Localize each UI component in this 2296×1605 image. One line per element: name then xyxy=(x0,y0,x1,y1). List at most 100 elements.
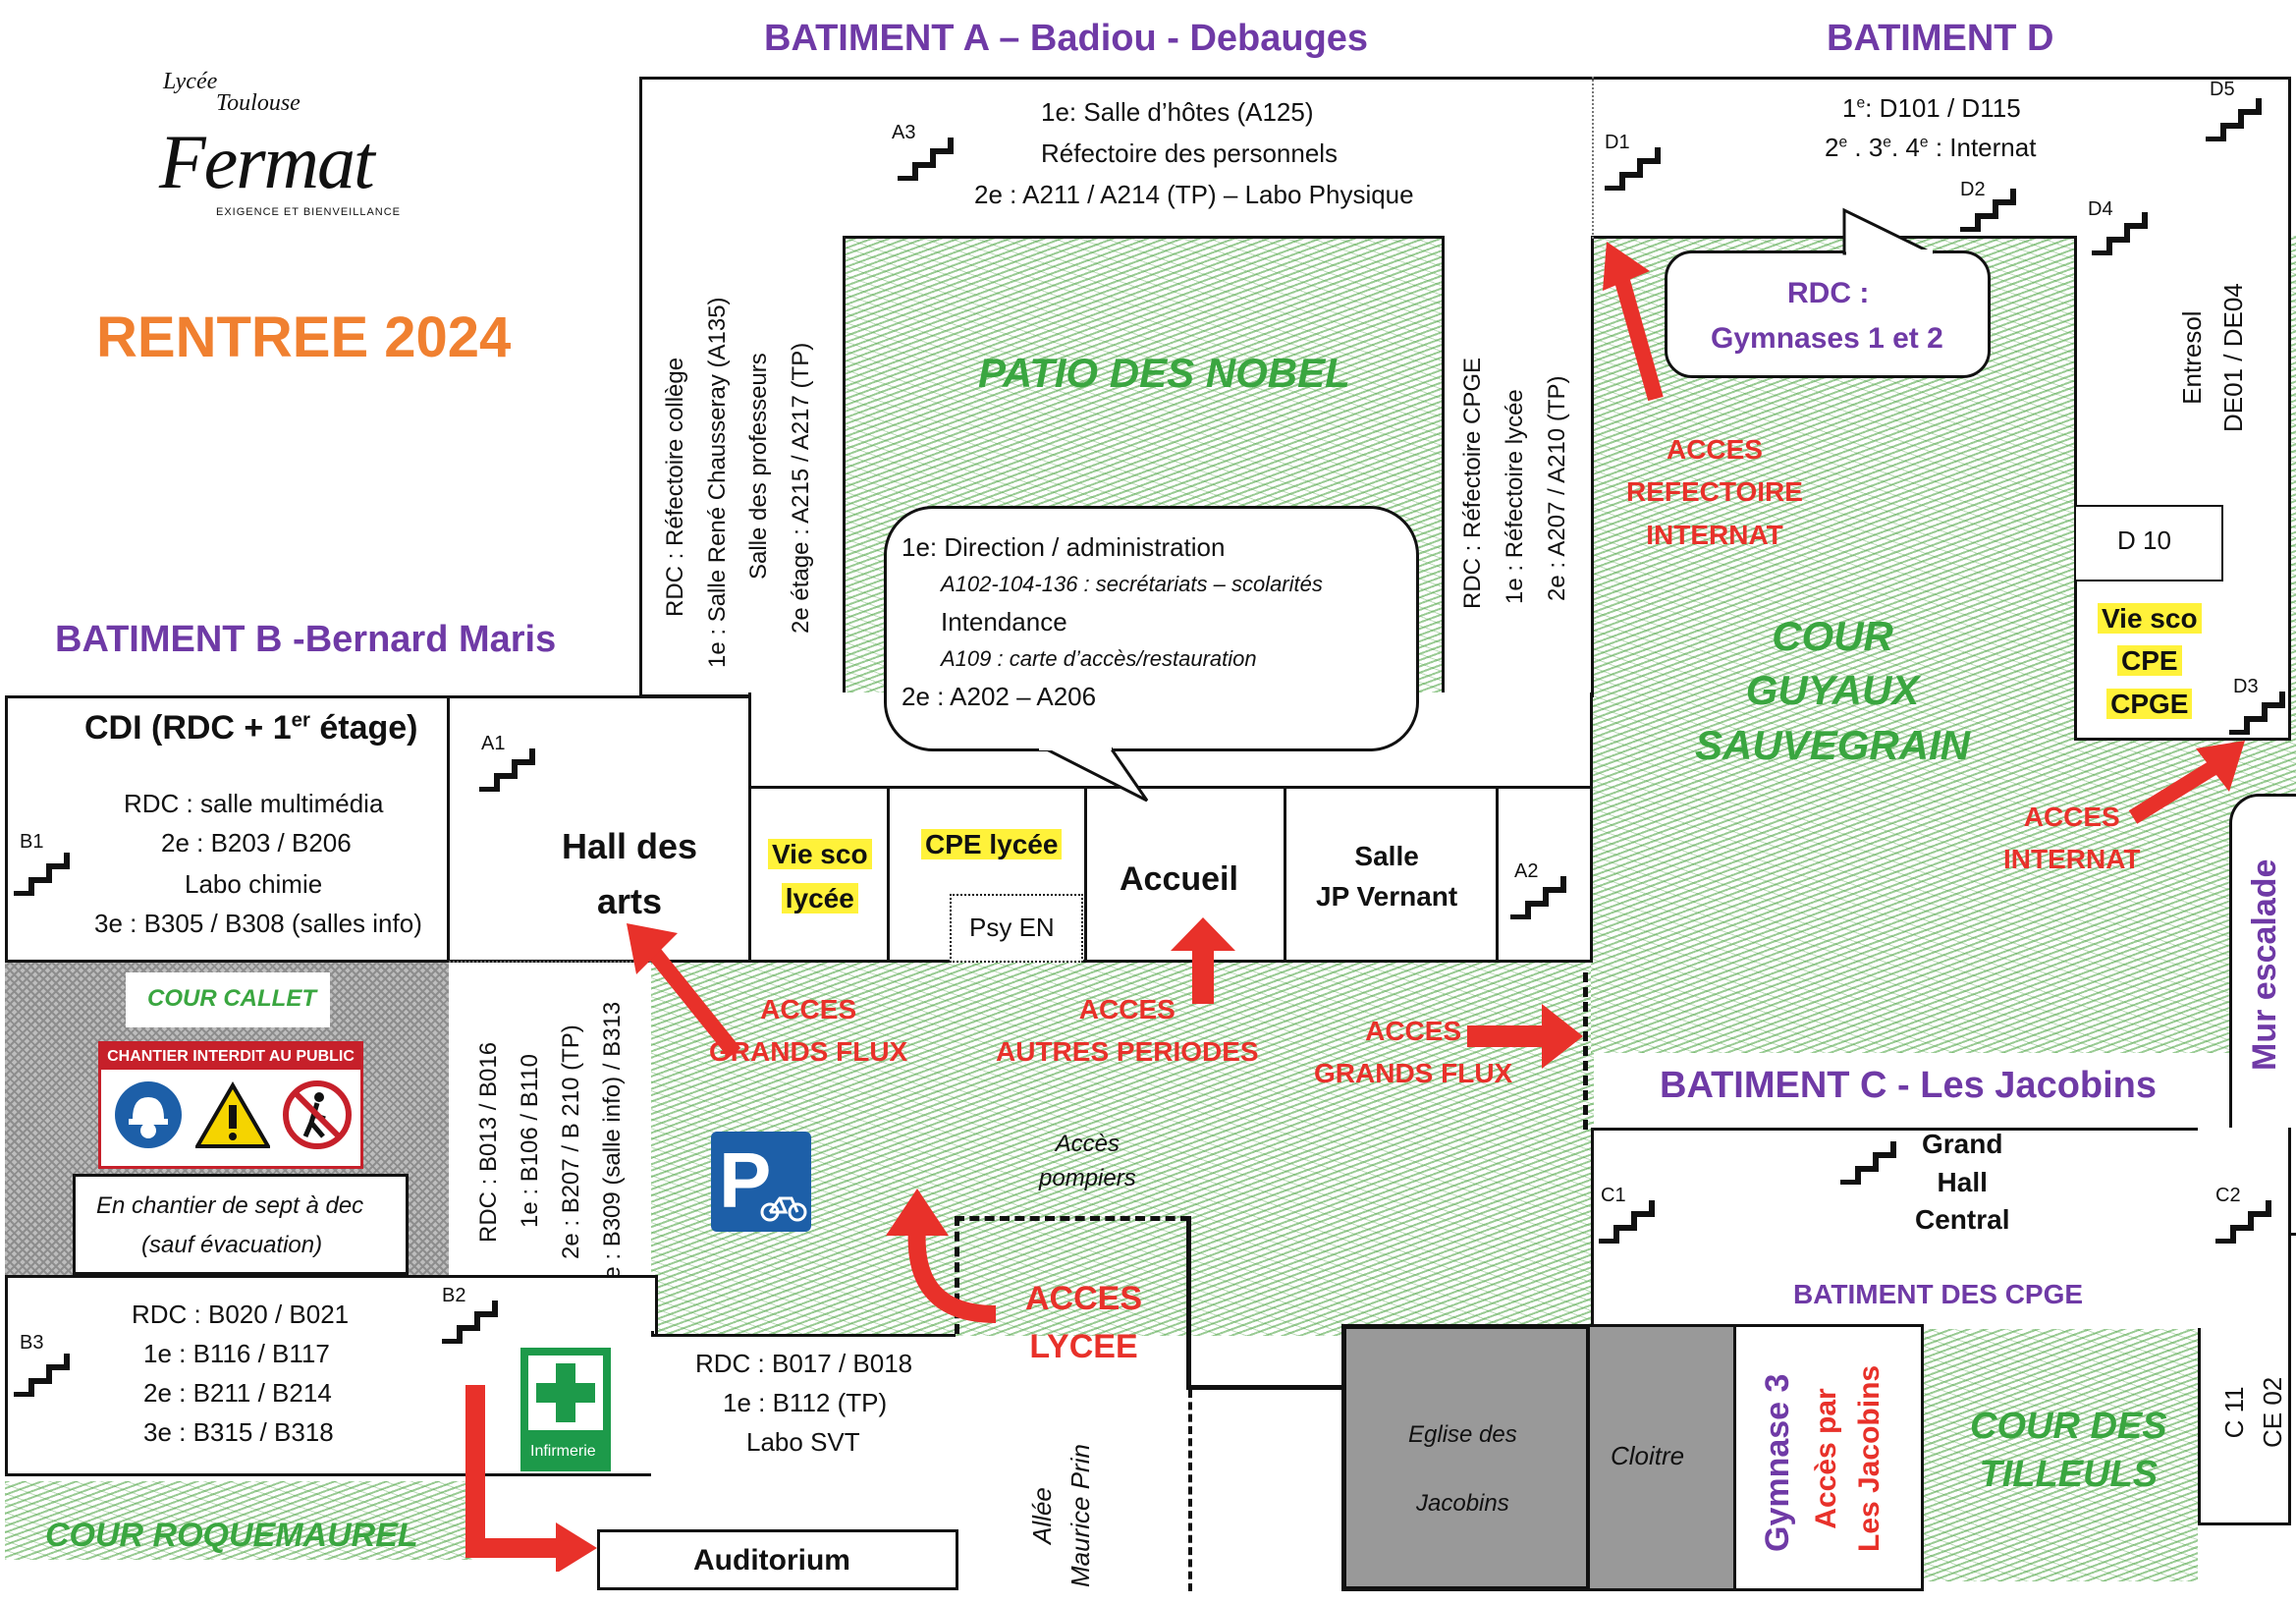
acces-lycee-arrow xyxy=(886,1189,997,1323)
stairs-icon xyxy=(2206,98,2262,141)
divider xyxy=(447,695,450,963)
gymnases-bubble xyxy=(1665,250,1991,378)
b-lower-line3: 2e : B211 / B214 xyxy=(143,1378,332,1408)
logo-motto: EXIGENCE ET BIENVEILLANCE xyxy=(216,206,402,218)
building-d-right-wing xyxy=(2074,236,2291,741)
auditorium-arrow xyxy=(465,1385,597,1572)
stairs-icon xyxy=(479,748,535,792)
first-aid-cross-icon xyxy=(528,1356,603,1430)
a-left-col1: RDC : Réfectoire collège xyxy=(662,357,688,617)
building-b-cdi xyxy=(5,695,751,963)
building-a-top-wing xyxy=(639,77,1595,239)
accueil-label: Accueil xyxy=(1120,860,1238,898)
roquemaurel-courtyard xyxy=(5,1481,476,1560)
admin-line4: A109 : carte d’accès/restauration xyxy=(941,646,1257,671)
refectoire-arrow xyxy=(1603,242,1664,402)
d10-label: D 10 xyxy=(2117,526,2171,555)
stairs-icon xyxy=(2215,1200,2271,1244)
pompiers-dashed-edge-left xyxy=(955,1216,959,1334)
b-col1: RDC : B013 / B016 xyxy=(475,1041,502,1243)
a-left-col3: Salle des professeurs xyxy=(745,353,772,580)
cloitre xyxy=(1587,1324,1736,1591)
divider xyxy=(887,786,890,963)
stair-c1-label: C1 xyxy=(1601,1185,1626,1206)
infirmerie-label: Infirmerie xyxy=(530,1443,596,1460)
bicycle-icon xyxy=(760,1196,807,1222)
building-b-title: BATIMENT B -Bernard Maris xyxy=(55,619,557,660)
building-c-title: BATIMENT C - Les Jacobins xyxy=(1660,1065,2158,1106)
cour-callet-sign xyxy=(126,972,330,1027)
helmet-icon xyxy=(115,1081,182,1148)
stairs-icon xyxy=(14,853,70,896)
cloitre-label: Cloitre xyxy=(1611,1441,1685,1470)
cdi-line1: RDC : salle multimédia xyxy=(124,789,384,818)
stair-b1-label: B1 xyxy=(20,831,44,853)
b-col3: 2e : B207 / B 210 (TP) xyxy=(558,1024,584,1259)
stairs-icon xyxy=(1960,189,2016,232)
psy-en-label: Psy EN xyxy=(969,913,1055,942)
d10-room xyxy=(2074,505,2223,581)
street-dashed-edge xyxy=(1188,1390,1192,1591)
svt-line1: RDC : B017 / B018 xyxy=(695,1349,913,1378)
stair-c2-label: C2 xyxy=(2215,1185,2241,1206)
cdi-line4: 3e : B305 / B308 (salles info) xyxy=(94,909,422,938)
stairs-icon xyxy=(1605,147,1661,191)
stair-d1-label: D1 xyxy=(1605,132,1630,153)
labo-svt-block xyxy=(651,1334,956,1478)
b-lower-line2: 1e : B116 / B117 xyxy=(143,1339,330,1368)
cdi-title: CDI (RDC + 1er étage) xyxy=(84,709,418,747)
stairs-icon xyxy=(2229,692,2285,735)
divider xyxy=(1496,786,1499,963)
a-top-line1: 1e: Salle d’hôtes (A125) xyxy=(1041,97,1314,127)
grands-flux-arrow-left xyxy=(627,923,741,1059)
tilleuls-courtyard xyxy=(1923,1326,2198,1581)
logo-brand: Fermat xyxy=(159,119,375,204)
building-d-top xyxy=(1591,77,2291,239)
event-title: RENTREE 2024 xyxy=(96,305,512,369)
auditorium-label: Auditorium xyxy=(693,1544,850,1577)
grands-flux-arrow-right xyxy=(1467,1004,1583,1069)
building-d-title: BATIMENT D xyxy=(1827,18,2054,59)
street-edge-bottom xyxy=(1186,1385,1348,1390)
stair-a2-label: A2 xyxy=(1514,860,1539,882)
psy-en-room xyxy=(950,894,1083,963)
building-a-left-wing xyxy=(639,236,846,697)
stair-a3-label: A3 xyxy=(892,122,916,143)
admin-line3: Intendance xyxy=(941,607,1067,636)
stairs-icon xyxy=(1510,876,1566,919)
logo-lycee: Lycée xyxy=(163,69,218,94)
a-right-col3: 2e : A207 / A210 (TP) xyxy=(1544,375,1570,601)
building-a-title: BATIMENT A – Badiou - Debauges xyxy=(764,18,1369,59)
roquemaurel-label: COUR ROQUEMAUREL xyxy=(45,1517,418,1554)
a-top-line3: 2e : A211 / A214 (TP) – Labo Physique xyxy=(974,180,1414,209)
cdi-line3: Labo chimie xyxy=(185,869,323,899)
cpe-lycee: CPE lycée xyxy=(921,827,1063,861)
admin-line5: 2e : A202 – A206 xyxy=(902,682,1097,711)
internat-arrow xyxy=(2128,741,2245,824)
d-line2: 2e . 3e. 4e : Internat xyxy=(1825,133,2037,162)
infirmerie-sign: Infirmerie xyxy=(520,1348,611,1471)
admin-speech-bubble xyxy=(884,506,1419,751)
gymnases-bubble-tail xyxy=(1842,207,1934,255)
a-left-col2: 1e : Salle René Chausseray (A135) xyxy=(704,297,731,668)
a-top-line2: Réfectoire des personnels xyxy=(1041,138,1339,168)
stairs-icon xyxy=(2092,212,2148,255)
cdi-line2: 2e : B203 / B206 xyxy=(161,828,352,858)
svt-line2: 1e : B112 (TP) xyxy=(723,1388,888,1417)
building-c-hall xyxy=(1591,1128,2291,1329)
b-col2: 1e : B106 / B110 xyxy=(517,1053,543,1228)
no-pedestrian-icon xyxy=(283,1080,352,1149)
cross-horizontal xyxy=(536,1383,595,1403)
stairs-icon xyxy=(1599,1200,1655,1244)
stairs-icon xyxy=(14,1354,70,1397)
